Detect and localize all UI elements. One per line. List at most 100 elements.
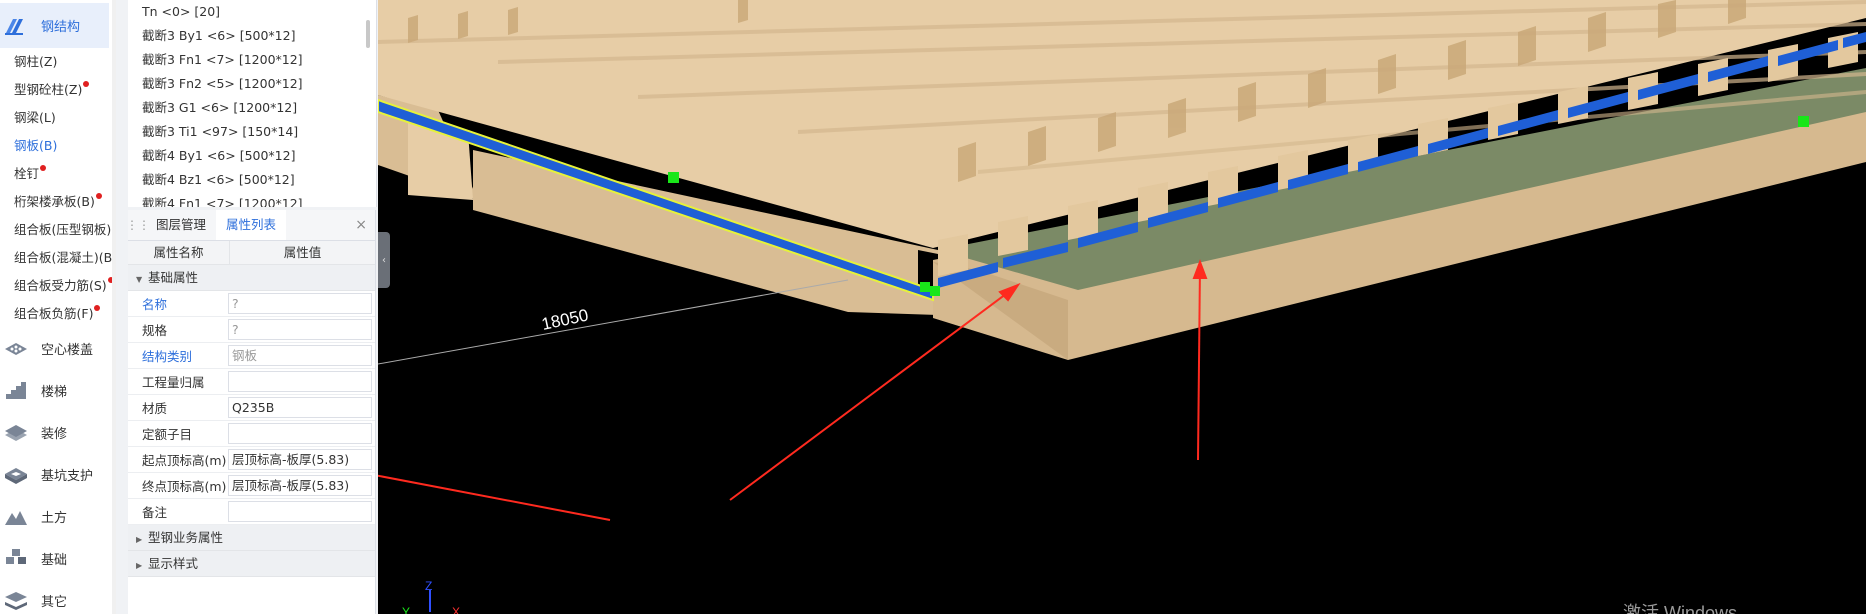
steel-structure-icon	[5, 18, 23, 35]
category-label: 基础	[41, 552, 68, 568]
sub-item-list: 钢柱(Z) 型钢砼柱(Z) 钢梁(L) 钢板(B) 栓钉桁架楼承板(B) 组合板(压型钢板…	[0, 48, 113, 328]
sidebar-sub-item[interactable]: 钢柱(Z)	[0, 48, 113, 76]
property-row: 定额子目	[128, 421, 375, 447]
new-badge-dot	[40, 165, 46, 171]
property-row: 工程量归属	[128, 369, 375, 395]
property-value-field[interactable]: ?	[228, 293, 372, 314]
property-name: 终点顶标高(m)	[142, 479, 227, 494]
group-basic-properties[interactable]: ▼基础属性	[128, 265, 375, 291]
category-stairs[interactable]: 楼梯	[0, 369, 113, 411]
category-label: 装修	[41, 426, 68, 442]
property-row: 备注	[128, 499, 375, 525]
sidebar-sub-item[interactable]: 组合板(混凝土)(B)	[0, 244, 113, 272]
category-earthwork[interactable]: 土方	[0, 495, 113, 537]
sidebar-sub-item[interactable]: 钢梁(L)	[0, 104, 113, 132]
sidebar-sub-item[interactable]: 型钢砼柱(Z)	[0, 76, 113, 104]
tree-item[interactable]: 截断4 Fn1 <7> [1200*12]	[142, 196, 303, 207]
group-label: 型钢业务属性	[148, 530, 224, 545]
category-label: 空心楼盖	[41, 342, 94, 358]
category-label: 土方	[41, 510, 68, 526]
category-steel-structure[interactable]: 钢结构	[0, 3, 109, 48]
sidebar-sub-item[interactable]: 组合板负筋(F)	[0, 300, 113, 328]
sub-item-label: 组合板(混凝土)(B)	[14, 250, 114, 265]
category-label: 钢结构	[41, 20, 81, 35]
property-row: 起点顶标高(m)层顶标高-板厚(5.83)	[128, 447, 375, 473]
property-value-field[interactable]: Q235B	[228, 397, 372, 418]
collapse-triangle-icon: ▼	[136, 275, 143, 284]
hollow-floor-icon	[5, 343, 27, 355]
category-hollow-floor[interactable]: 空心楼盖	[0, 327, 113, 369]
close-icon[interactable]: ×	[355, 217, 367, 233]
decoration-icon	[5, 425, 27, 441]
property-row: 终点顶标高(m)层顶标高-板厚(5.83)	[128, 473, 375, 499]
expand-triangle-icon: ▶	[136, 561, 143, 570]
new-badge-dot	[83, 81, 89, 87]
tree-scrollbar[interactable]	[366, 20, 370, 48]
tab-property-list[interactable]: 属性列表	[216, 210, 287, 240]
drag-handle-icon[interactable]: ⋮⋮	[128, 218, 150, 232]
sidebar-scrollbar[interactable]	[112, 0, 116, 614]
category-other[interactable]: 其它	[0, 579, 113, 614]
category-label: 楼梯	[41, 384, 68, 400]
tree-item[interactable]: 截断3 By1 <6> [500*12]	[142, 28, 296, 43]
category-list: 空心楼盖楼梯装修基坑支护土方基础其它	[0, 327, 113, 614]
property-name: 备注	[142, 505, 168, 520]
tree-item[interactable]: 截断4 Bz1 <6> [500*12]	[142, 172, 295, 187]
property-panel: ⋮⋮ 图层管理 属性列表 × 属性名称 属性值 ▼基础属性 名称?规格?结构类别…	[128, 210, 376, 614]
sub-item-label: 钢板(B)	[14, 138, 58, 153]
property-name: 名称	[142, 297, 168, 312]
category-foundation-pit[interactable]: 基坑支护	[0, 453, 113, 495]
other-icon	[5, 592, 27, 610]
group-label: 显示样式	[148, 556, 199, 571]
sidebar-sub-item[interactable]: 组合板(压型钢板)	[0, 216, 113, 244]
tree-item[interactable]: 截断3 Fn1 <7> [1200*12]	[142, 52, 303, 67]
property-name: 结构类别	[142, 349, 193, 364]
category-foundation[interactable]: 基础	[0, 537, 113, 579]
foundation-pit-icon	[5, 468, 27, 484]
property-name: 起点顶标高(m)	[142, 453, 227, 468]
new-badge-dot	[96, 193, 102, 199]
property-row: 规格?	[128, 317, 375, 343]
chevron-left-icon: ‹	[382, 254, 386, 266]
axis-x-label: X	[452, 605, 460, 614]
property-value-field[interactable]: 钢板	[228, 345, 372, 366]
axis-y-label: Y	[402, 605, 410, 614]
sidebar-sub-item[interactable]: 桁架楼承板(B)	[0, 188, 113, 216]
activation-watermark: 激活 Windows	[1623, 603, 1737, 614]
earthwork-icon	[5, 511, 27, 525]
property-panel-tabs: ⋮⋮ 图层管理 属性列表 ×	[128, 210, 375, 241]
sub-item-label: 组合板受力筋(S)	[14, 278, 107, 293]
tree-item[interactable]: 截断3 Ti1 <97> [150*14]	[142, 124, 299, 139]
property-value-field[interactable]	[228, 423, 372, 444]
category-decoration[interactable]: 装修	[0, 411, 113, 453]
sidebar-sub-item[interactable]: 栓钉	[0, 160, 113, 188]
sub-item-label: 栓钉	[14, 166, 40, 181]
tree-item[interactable]: 截断4 By1 <6> [500*12]	[142, 148, 296, 163]
tab-layer-management[interactable]: 图层管理	[156, 217, 207, 232]
sub-item-label: 钢梁(L)	[14, 110, 56, 125]
sidebar-sub-item[interactable]: 组合板受力筋(S)	[0, 272, 113, 300]
axis-z-label: Z	[425, 579, 432, 593]
property-row: 名称?	[128, 291, 375, 317]
sidebar-sub-item[interactable]: 钢板(B)	[0, 132, 113, 160]
new-badge-dot	[94, 305, 100, 311]
group-steel-business[interactable]: ▶型钢业务属性	[128, 525, 375, 551]
property-value-field[interactable]	[228, 371, 372, 392]
tree-item[interactable]: 截断3 Fn2 <5> [1200*12]	[142, 76, 303, 91]
property-value-field[interactable]: 层顶标高-板厚(5.83)	[228, 449, 372, 470]
sub-item-label: 桁架楼承板(B)	[14, 194, 95, 209]
property-row: 结构类别 钢板	[128, 343, 375, 369]
3d-viewport[interactable]: 18050 Z Y X 激活 Windows	[378, 0, 1866, 614]
category-label: 其它	[41, 594, 68, 610]
tree-item[interactable]: 截断3 G1 <6> [1200*12]	[142, 100, 298, 115]
property-value-field[interactable]	[228, 501, 372, 522]
sub-item-label: 组合板负筋(F)	[14, 306, 94, 321]
group-display-style[interactable]: ▶ 显示样式	[128, 551, 375, 577]
sub-item-label: 组合板(压型钢板)	[14, 222, 112, 237]
tree-item[interactable]: Tn <0> [20]	[142, 4, 221, 19]
sub-item-label: 型钢砼柱(Z)	[14, 82, 83, 97]
property-value-field[interactable]: ?	[228, 319, 372, 340]
property-value-field[interactable]: 层顶标高-板厚(5.83)	[228, 475, 372, 496]
collapse-panel-button[interactable]: ‹	[378, 232, 390, 288]
